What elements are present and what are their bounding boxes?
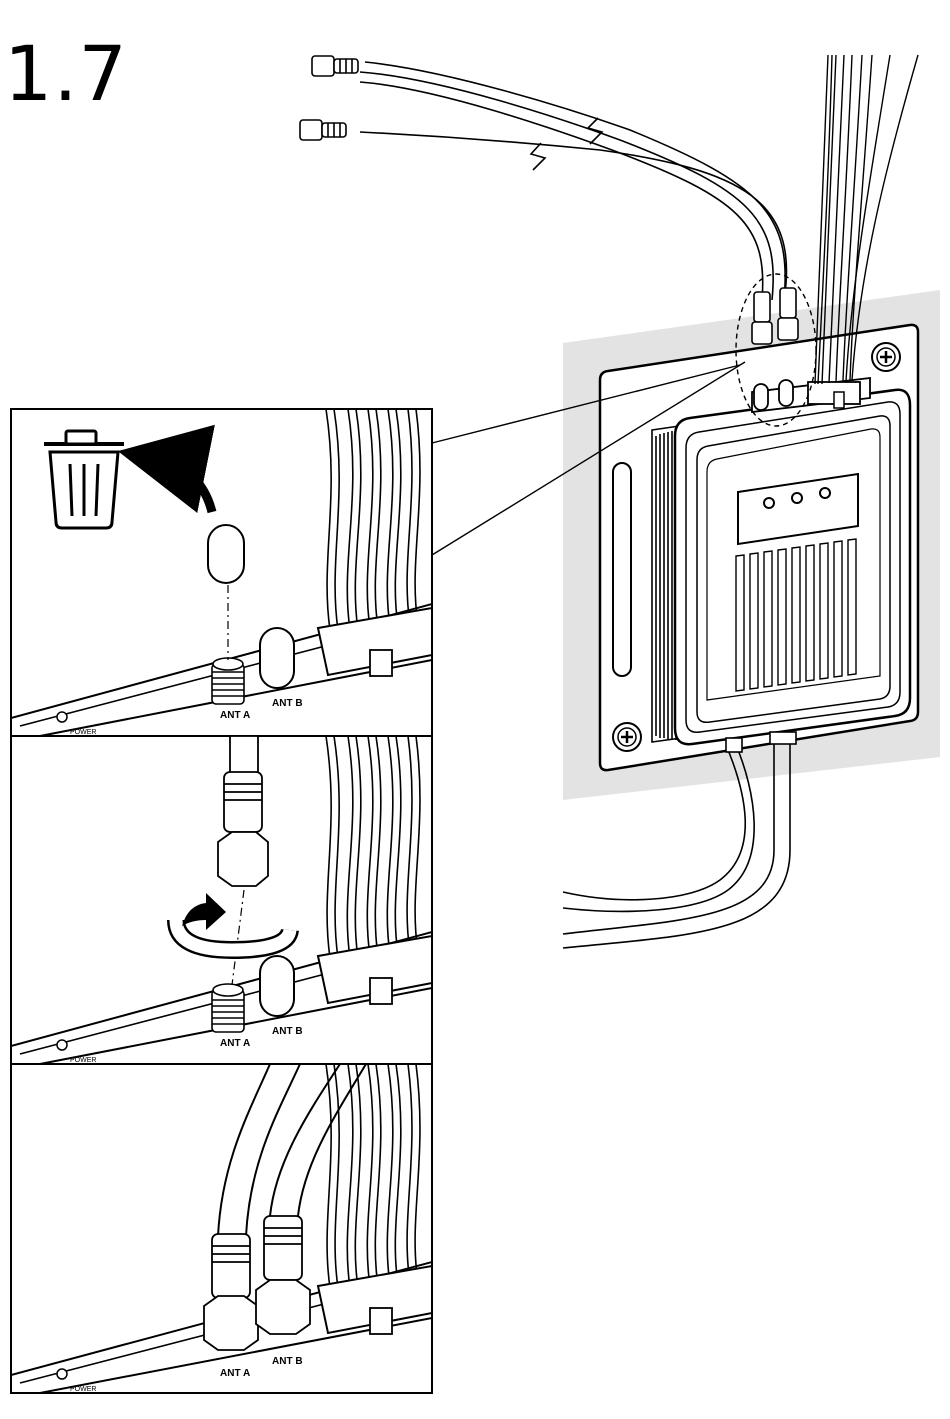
trash-can-icon [44,431,124,528]
power-label: POWER [70,1386,96,1393]
coax-connector [300,120,346,140]
led-icon [792,493,802,503]
device-vents [736,539,856,691]
coax-connector [204,1234,258,1350]
port-b-label: ANT B [272,1026,303,1037]
port-cap [754,384,768,410]
port-a-label: ANT A [220,1038,250,1049]
panel-attach-connector: ANT A ANT B POWER [11,736,432,1064]
port-cap [260,956,294,1016]
port-cap [208,525,244,583]
port-cap [779,380,793,406]
threaded-port [212,984,244,1032]
screw-icon [613,723,641,751]
port-b-label: ANT B [272,1356,303,1367]
port-a-label: ANT A [220,1368,250,1379]
port-b-label: ANT B [272,698,303,709]
threaded-port [212,658,244,704]
power-label: POWER [70,729,96,736]
panel-connected: ANT A ANT B POWER [11,1064,432,1393]
led-icon [820,488,830,498]
led-icon [764,498,774,508]
power-label: POWER [70,1057,96,1064]
coax-connector [256,1216,310,1334]
port-cap [260,628,294,688]
coax-cable-b [360,132,787,300]
port-a-label: ANT A [220,710,250,721]
screw-icon [872,343,900,371]
bracket-slot [613,463,631,676]
coax-cable-a [360,62,785,300]
coax-connector [312,56,358,76]
panel-remove-cap: ANT A ANT B POWER [11,409,432,736]
